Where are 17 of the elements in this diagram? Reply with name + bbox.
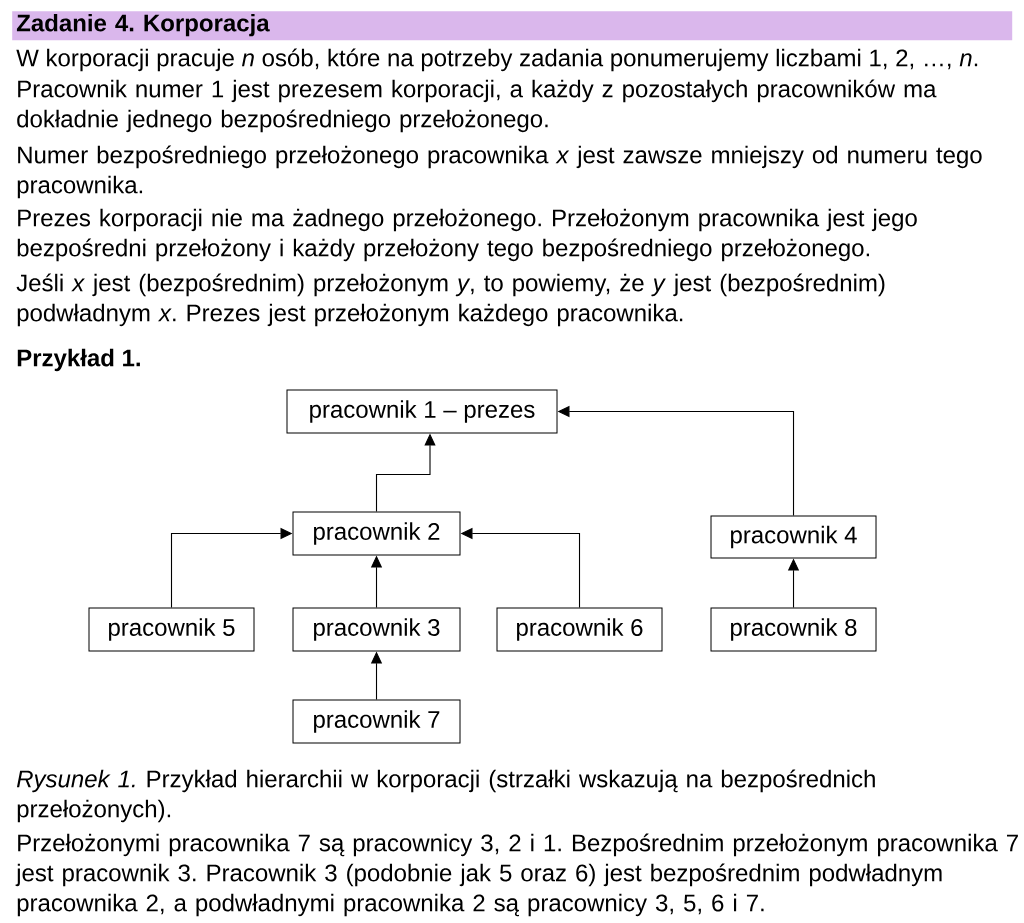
figure-caption: Rysunek 1. Przykład hierarchii w korporacji (strzałki wskazują na bezpośrednich przełożonych).: [16, 769, 875, 823]
paragraph: Numer bezpośredniego przełożonego pracownika x jest zawsze mniejszy od numeru tego pracownika.: [17, 145, 982, 199]
paragraph: Pracownik numer 1 jest prezesem korporacji, a każdy z pozostałych pracowników ma dokładnie jednego bezpośredniego przełożonego.: [17, 79, 937, 133]
paragraph: Jeśli x jest (bezpośrednim) przełożonym y, to powiemy, że y jest (bezpośrednim) podwładnym x. Prezes jest przełożonym każdego pracownika.: [16, 273, 885, 327]
employee-box: pracownik 7: [292, 699, 461, 744]
employee-box: pracownik 4: [710, 515, 877, 559]
employee-box: pracownik 5: [88, 607, 255, 652]
paragraph: Przełożonymi pracownika 7 są pracownicy 3, 2 i 1. Bezpośrednim przełożonym pracownika 7 jest pracownik 3. Pracownik 3 (podobnie jak 5 oraz 6) jest bezpośrednim podwładnym pracownika 2, a podwładnymi pracownika 2 są pracownicy 3, 5, 6 i 7.: [15, 833, 1018, 917]
employee-box: pracownik 6: [496, 607, 663, 652]
paragraph: Prezes korporacji nie ma żadnego przełożonego. Przełożonym pracownika jest jego bezpośredni przełożony i każdy przełożony tego bezpośredniego przełożonego.: [17, 208, 917, 262]
section-heading: Przykład 1.: [17, 348, 140, 372]
employee-box: pracownik 3: [292, 607, 461, 652]
employee-box: pracownik 1 – prezes: [286, 389, 558, 434]
paragraph: W korporacji pracuje n osób, które na potrzeby zadania ponumerujemy liczbami 1, 2, …, n.: [16, 48, 978, 72]
title-bar: Zadanie 4. Korporacja: [12, 11, 1013, 41]
employee-box: pracownik 8: [710, 607, 877, 652]
employee-box: pracownik 2: [292, 511, 461, 556]
